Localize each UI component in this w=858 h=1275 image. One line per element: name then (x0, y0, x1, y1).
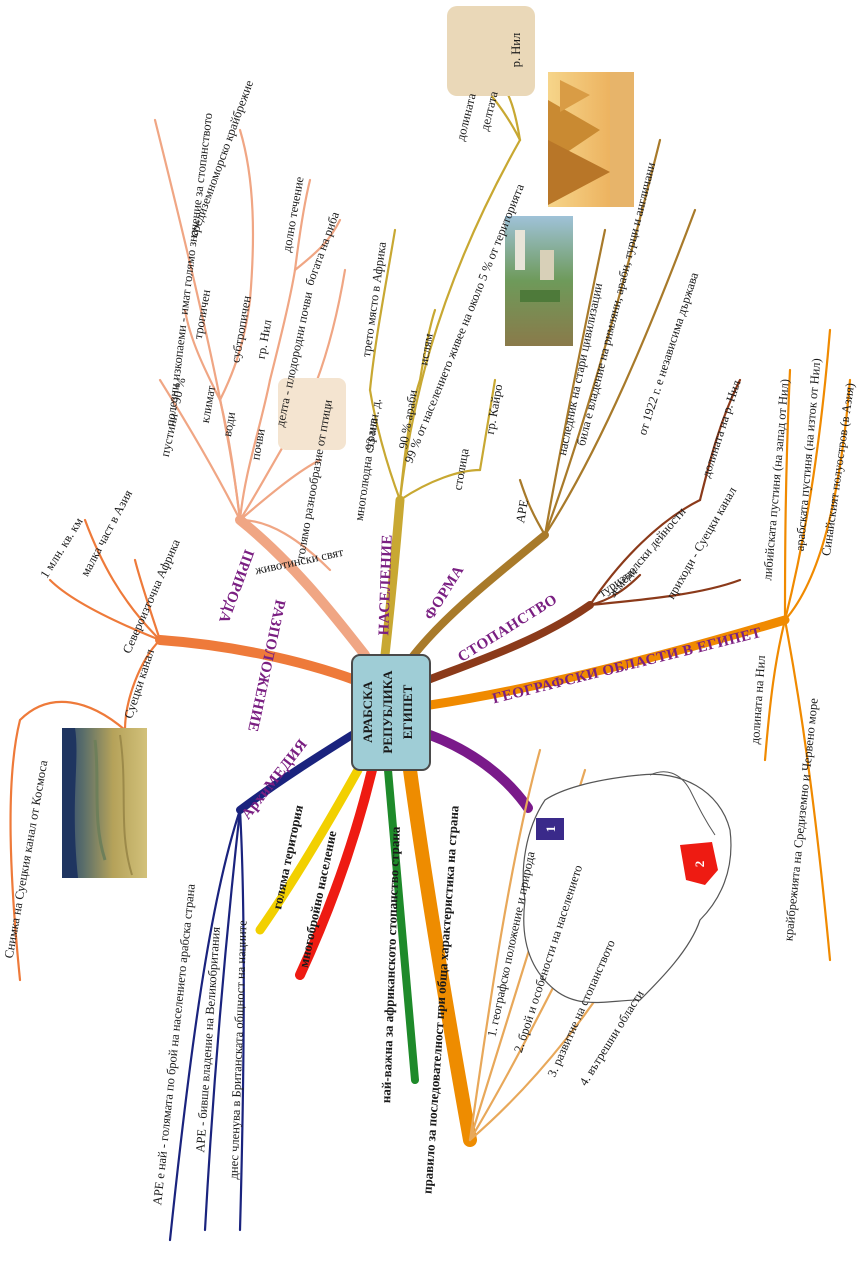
branch-oblasti-line (425, 615, 790, 710)
stopanstvo-subs (588, 378, 742, 607)
naselenie-item: столица (451, 447, 472, 491)
oblasti-item: арабската пустиня (на изток от Нил) (793, 358, 824, 552)
branch-forma-label: ФОРМА (422, 563, 468, 623)
center-line-1: АРАБСКА (360, 681, 375, 743)
forma-item: от 1922 г. е независима държава (635, 270, 701, 437)
cairo-photo (505, 216, 573, 346)
naselenie-item: ислям (416, 332, 435, 366)
priroda-subs (153, 118, 347, 572)
pyramids-photo (548, 72, 634, 207)
center-line-3: ЕГИПЕТ (400, 684, 415, 739)
forma-item: АРЕ (513, 498, 531, 524)
map-marker-2 (680, 842, 718, 885)
oblasti-item: Синайският полуостров (в Азия) (819, 382, 857, 557)
suez-space-photo (62, 728, 147, 878)
oblasti-item: долината на Нил (748, 655, 768, 745)
branch-arhimedia-line (236, 731, 356, 814)
priroda-item: богата на риба (302, 209, 342, 287)
priroda-item: субтропичен (228, 294, 254, 364)
priroda-item: тропичен (191, 288, 214, 340)
map-marker-1 (536, 818, 564, 840)
branch-naselenie-label: НАСЕЛЕНИЕ (376, 534, 396, 636)
branch-razpolojenie-line (155, 635, 360, 685)
naselenie-subs (368, 78, 522, 502)
arhimedia-item: днес членува в Британската общност на на… (226, 920, 249, 1180)
naselenie-item: р. Нил (509, 33, 523, 67)
oblasti-subs (763, 328, 852, 962)
branch-naselenie-line (380, 495, 405, 660)
birds-highlight (278, 378, 346, 450)
svg-text:2: 2 (692, 861, 707, 868)
naselenie-item: трето място в Африка (359, 241, 389, 358)
priroda-item: полезни изкопаеми - имат голямо значение… (163, 112, 215, 427)
razpolojenie-photo-caption: Снимка на Суецкия канал от Космоса (2, 759, 51, 960)
forma-subs (518, 138, 697, 537)
razpolojenie-subs (9, 518, 162, 982)
nile-box (447, 6, 535, 96)
priroda-item: води (220, 411, 238, 438)
arhimedia-item: АРЕ е най - голямата по брой на населени… (150, 883, 198, 1206)
priroda-item: почви (248, 427, 267, 461)
priroda-item: гр. Нил (254, 319, 275, 360)
branch-priroda-line (235, 515, 370, 660)
branch-golyama-line (255, 765, 363, 935)
naselenie-item: 93 млн. д. (362, 398, 383, 452)
stopanstvo-item: долината на р. Нил (699, 378, 744, 479)
branch-purple-line (425, 730, 533, 813)
naselenie-item: гр. Кайро (483, 383, 506, 435)
africa-map: 1 2 (522, 771, 732, 1004)
priroda-item: климат (198, 384, 218, 424)
razpolojenie-item: Суецки канал (121, 647, 157, 720)
branch-naivajna-label: най-важна за африканското стопанство стр… (378, 826, 403, 1104)
svg-text:1: 1 (543, 826, 558, 833)
branch-pravilo-line (403, 763, 477, 1147)
center-line-2: РЕПУБЛИКА (380, 670, 395, 754)
center-node[interactable]: АРАБСКА РЕПУБЛИКА ЕГИПЕТ (351, 654, 431, 771)
naselenie-item: долината (453, 91, 478, 142)
razpolojenie-item: малка част в Азия (78, 487, 135, 578)
branch-mnogo-line (295, 765, 377, 980)
branch-forma-line (406, 531, 549, 664)
branch-stopanstvo-line (424, 601, 594, 684)
branch-razpolojenie-label: РАЗПОЛОЖЕНИЕ (244, 598, 288, 733)
branch-priroda-label: ПРИРОДА (215, 547, 256, 625)
branch-naivajna-line (384, 766, 419, 1084)
arhimedia-subs (168, 808, 245, 1242)
